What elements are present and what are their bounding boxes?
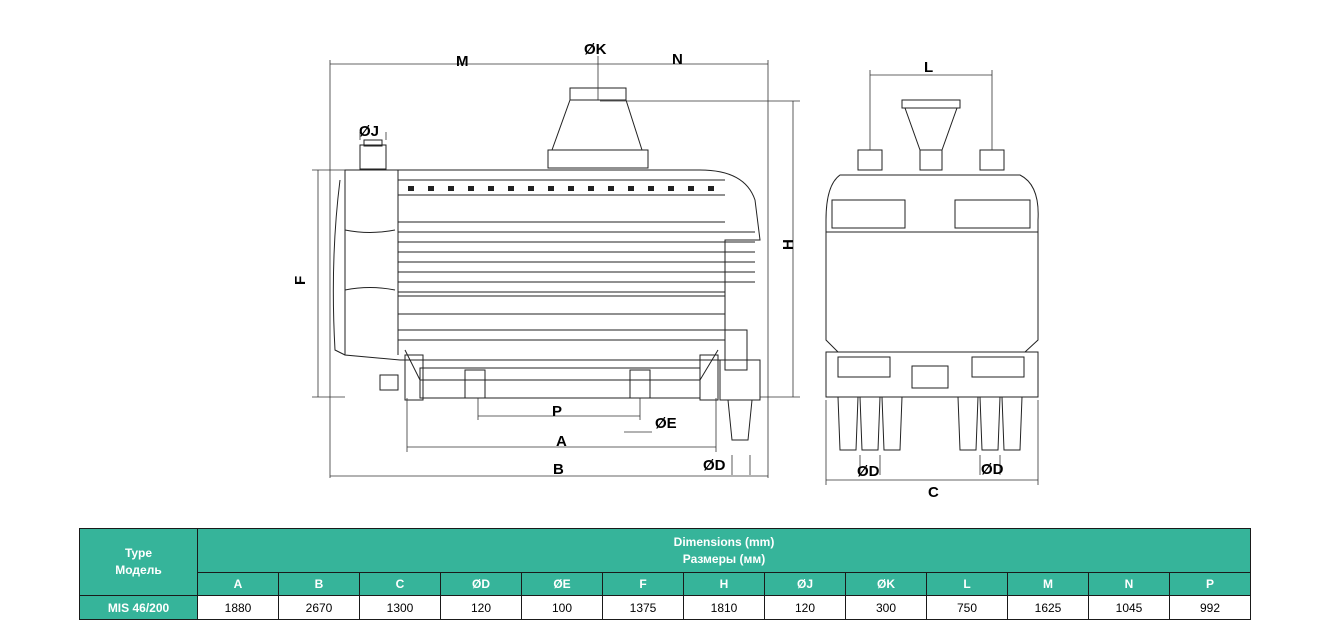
type-header: Type Модель	[79, 528, 198, 596]
value-cell: 992	[1169, 595, 1251, 620]
label-D-front-right: ØD	[981, 461, 1004, 478]
label-H: H	[780, 239, 797, 250]
front-dimension-lines	[825, 70, 1039, 485]
value-cell: 750	[926, 595, 1008, 620]
bolt-row	[408, 186, 714, 191]
label-B: B	[553, 461, 564, 478]
column-header: H	[683, 572, 765, 596]
label-D-side: ØD	[703, 457, 726, 474]
label-P: P	[552, 403, 562, 420]
column-header: C	[359, 572, 441, 596]
value-cell: 1300	[359, 595, 441, 620]
type-header-en: Type	[124, 546, 153, 560]
column-header: ØE	[521, 572, 603, 596]
value-cell: 100	[521, 595, 603, 620]
dimensions-header: Dimensions (mm) Размеры (мм)	[197, 528, 1251, 573]
label-J: ØJ	[359, 123, 379, 140]
side-view-machine	[332, 87, 761, 441]
technical-drawing: M ØK N ØJ F H P ØE A B ØD L ØD ØD C	[292, 41, 1039, 501]
value-cell: 1045	[1088, 595, 1170, 620]
column-header: A	[197, 572, 279, 596]
column-header: M	[1007, 572, 1089, 596]
side-dimension-lines	[312, 56, 800, 478]
label-M: M	[456, 53, 469, 70]
value-cell: 1810	[683, 595, 765, 620]
value-cell: 1625	[1007, 595, 1089, 620]
column-header: ØK	[845, 572, 927, 596]
model-cell: MIS 46/200	[79, 595, 198, 620]
value-cell: 120	[764, 595, 846, 620]
label-N: N	[672, 51, 683, 68]
column-header: ØD	[440, 572, 522, 596]
type-header-ru: Модель	[115, 563, 162, 577]
label-D-front-left: ØD	[857, 463, 880, 480]
dimensions-table: Type Модель Dimensions (mm) Размеры (мм)…	[79, 528, 1251, 620]
dimensions-header-ru: Размеры (мм)	[682, 551, 766, 566]
front-view-machine	[825, 99, 1039, 451]
label-C: C	[928, 484, 939, 501]
column-header: P	[1169, 572, 1251, 596]
column-header: ØJ	[764, 572, 846, 596]
value-cell: 300	[845, 595, 927, 620]
column-header: B	[278, 572, 360, 596]
column-header: L	[926, 572, 1008, 596]
column-header: N	[1088, 572, 1170, 596]
label-A: A	[556, 433, 567, 450]
label-F: F	[292, 276, 309, 285]
value-cell: 1375	[602, 595, 684, 620]
column-header: F	[602, 572, 684, 596]
label-E: ØE	[655, 415, 677, 432]
label-K: ØK	[584, 41, 607, 58]
label-L: L	[924, 59, 933, 76]
value-cell: 120	[440, 595, 522, 620]
value-cell: 2670	[278, 595, 360, 620]
table-row: MIS 46/200 1880 2670 1300 120 100 1375 1…	[79, 595, 1251, 620]
value-cell: 1880	[197, 595, 279, 620]
dimensions-header-en: Dimensions (mm)	[673, 534, 775, 549]
